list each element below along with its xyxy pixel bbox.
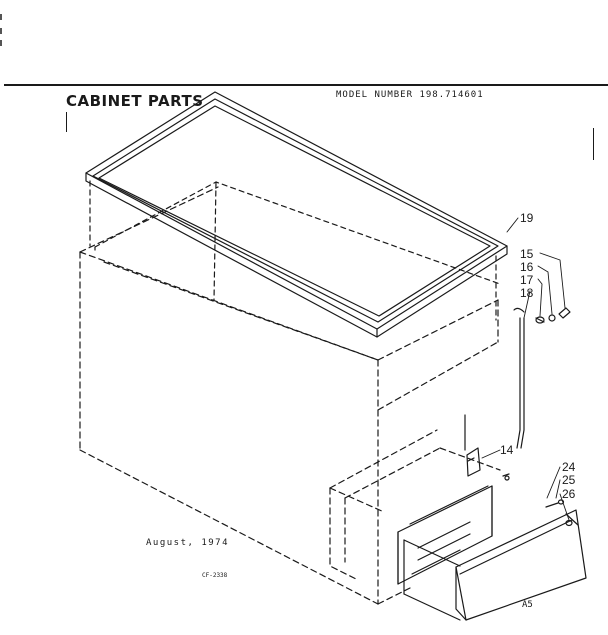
callout-25: 25	[562, 473, 576, 487]
lid-frame	[85, 91, 508, 338]
compartment-cutout	[329, 429, 501, 580]
revision-date: August, 1974	[146, 538, 230, 548]
callout-18: 18	[520, 286, 534, 300]
callout-14: 14	[500, 443, 514, 457]
edge-mark	[0, 14, 2, 20]
drawer-front-panel	[455, 509, 587, 621]
thermostat-bracket	[464, 414, 481, 477]
cabinet-body	[79, 186, 499, 605]
drawer-screws	[502, 473, 573, 527]
document-code: CF-2338	[202, 572, 228, 579]
leader-lines	[481, 217, 570, 521]
header-rule	[4, 84, 608, 86]
callout-26: 26	[562, 487, 576, 501]
callout-16: 16	[520, 260, 534, 274]
drawer-tray	[397, 485, 493, 621]
hardware-cluster	[535, 307, 571, 324]
edge-mark	[0, 40, 2, 46]
section-title: CABINET PARTS	[66, 92, 204, 110]
top-opening-outline	[94, 181, 501, 301]
callout-17: 17	[520, 273, 534, 287]
title-tick	[66, 112, 67, 132]
drain-tube	[513, 307, 525, 449]
callout-labels: 19 15 16 17 18 14 24 25 26	[500, 211, 576, 501]
callout-24: 24	[562, 460, 576, 474]
page-code: A5	[522, 600, 533, 610]
edge-mark	[0, 28, 2, 34]
model-number: MODEL NUMBER 198.714601	[336, 90, 484, 100]
margin-bar	[593, 128, 594, 160]
callout-19: 19	[520, 211, 534, 225]
callout-15: 15	[520, 247, 534, 261]
alignment-guides	[89, 180, 497, 321]
